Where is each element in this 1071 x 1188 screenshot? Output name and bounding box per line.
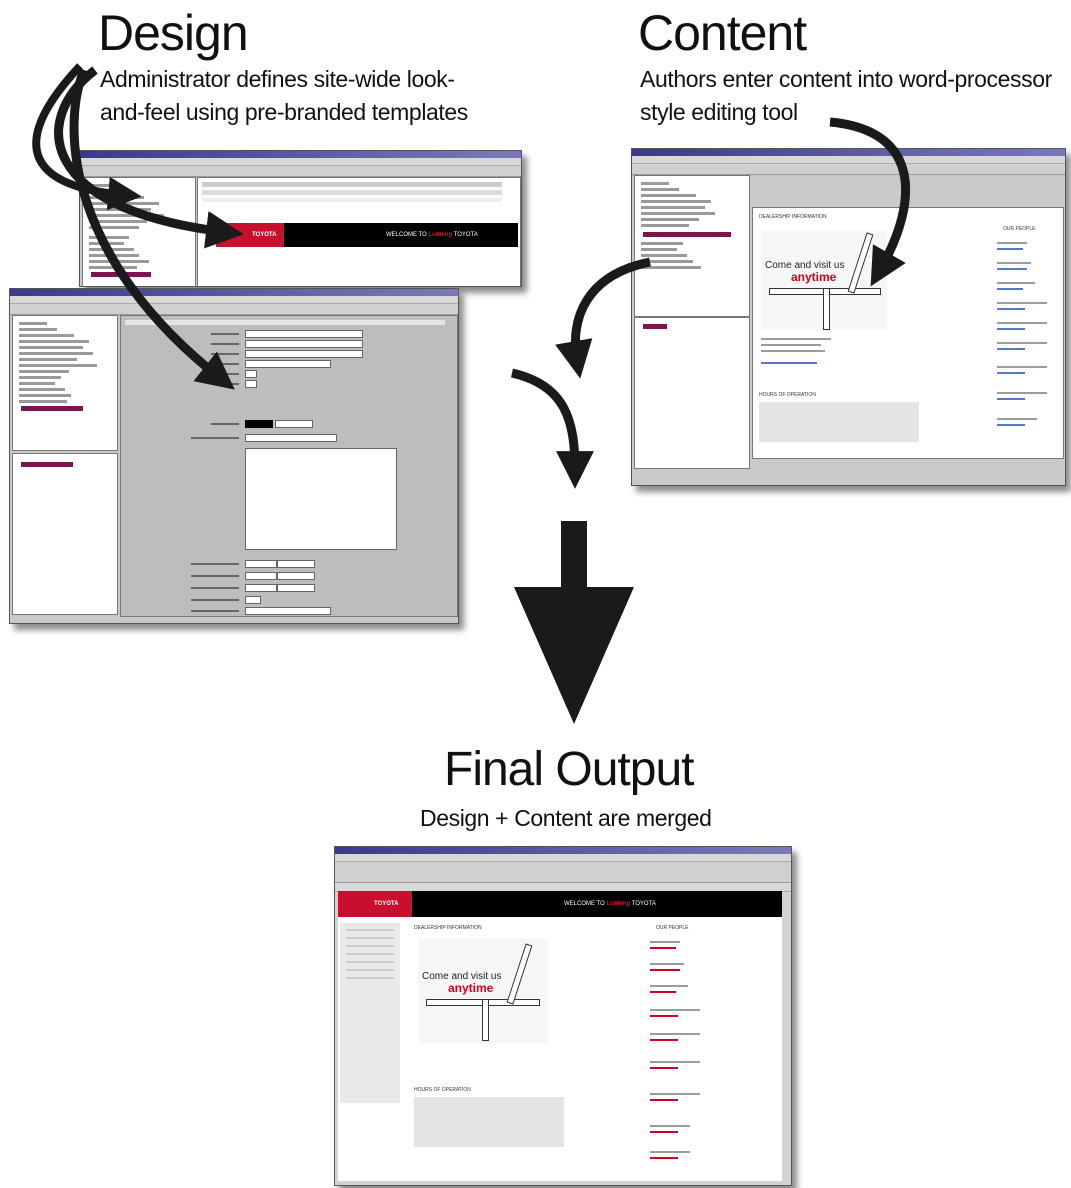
window-menubar [335,854,791,862]
merged-left-nav [340,923,400,1103]
window-titlebar [80,151,521,158]
window-toolbar [10,304,458,315]
window-toolbar [632,164,1065,175]
merged-people-heading: OUR PEOPLE [656,925,689,931]
secondary-tree-pane [12,453,118,615]
design-title: Design [98,5,249,61]
merged-web-page: TOYOTA WELCOME TO Lobbing TOYOTA DEALERS… [338,891,782,1181]
tree-selected-item [21,406,83,411]
merged-banner: TOYOTA WELCOME TO Lobbing TOYOTA [338,891,782,917]
site-tree-pane [12,315,118,451]
big-arrow-shaft [561,521,587,587]
design-arrow-to-properties [69,68,235,390]
content-page-heading: DEALERSHIP INFORMATION [759,214,827,220]
window-toolbar [80,166,521,177]
browser-toolbar [335,862,791,883]
template-editor-pane: TOYOTA WELCOME TO Lobbing TOYOTA [197,177,521,286]
window-menubar [10,296,458,304]
window-titlebar [10,289,458,296]
design-description-line-1: Administrator defines site-wide look- [100,66,455,92]
banner-welcome: WELCOME TO Lobbing TOYOTA [564,901,656,907]
content-people-heading: OUR PEOPLE [1003,226,1036,232]
design-properties-window [9,288,459,624]
design-description: Administrator defines site-wide look- an… [100,63,468,129]
design-arrow-merge [510,368,594,489]
content-title: Content [638,5,807,61]
content-description-line-1: Authors enter content into word-processo… [640,66,1052,92]
window-menubar [80,158,521,166]
window-titlebar [335,847,791,854]
design-arrow-to-banner [54,66,244,249]
content-description: Authors enter content into word-processo… [640,63,1052,129]
banner-welcome: WELCOME TO Lobbing TOYOTA [386,232,478,238]
content-hours-heading: HOURS OF OPERATION [759,392,816,398]
content-document-pane: DEALERSHIP INFORMATION Come and visit us… [752,207,1064,459]
content-arrow-merge [555,257,651,379]
window-titlebar [632,149,1065,156]
merged-hours-heading: HOURS OF OPERATION [414,1087,471,1093]
content-editor-window: DEALERSHIP INFORMATION Come and visit us… [631,148,1066,486]
banner-brand: TOYOTA [252,232,277,238]
merged-page-heading: DEALERSHIP INFORMATION [414,925,482,931]
content-arrow-to-document [829,117,910,287]
window-menubar [632,156,1065,164]
big-arrow-head [514,587,634,724]
markup-textarea [245,448,397,550]
template-banner: TOYOTA WELCOME TO Lobbing TOYOTA [216,223,518,247]
content-description-line-2: style editing tool [640,99,798,125]
tree-selected-item [643,232,731,237]
site-tree-pane [634,175,750,317]
secondary-tree-pane [634,317,750,469]
final-output-title: Final Output [444,743,694,796]
merged-promo-graphic: Come and visit us anytime [418,939,548,1043]
final-output-browser-window: TOYOTA WELCOME TO Lobbing TOYOTA DEALERS… [334,846,792,1186]
design-description-line-2: and-feel using pre-branded templates [100,99,468,125]
banner-brand: TOYOTA [374,901,399,907]
final-output-subtitle: Design + Content are merged [420,805,712,831]
template-properties-pane [120,315,458,617]
content-promo-graphic: Come and visit us anytime [761,230,887,330]
